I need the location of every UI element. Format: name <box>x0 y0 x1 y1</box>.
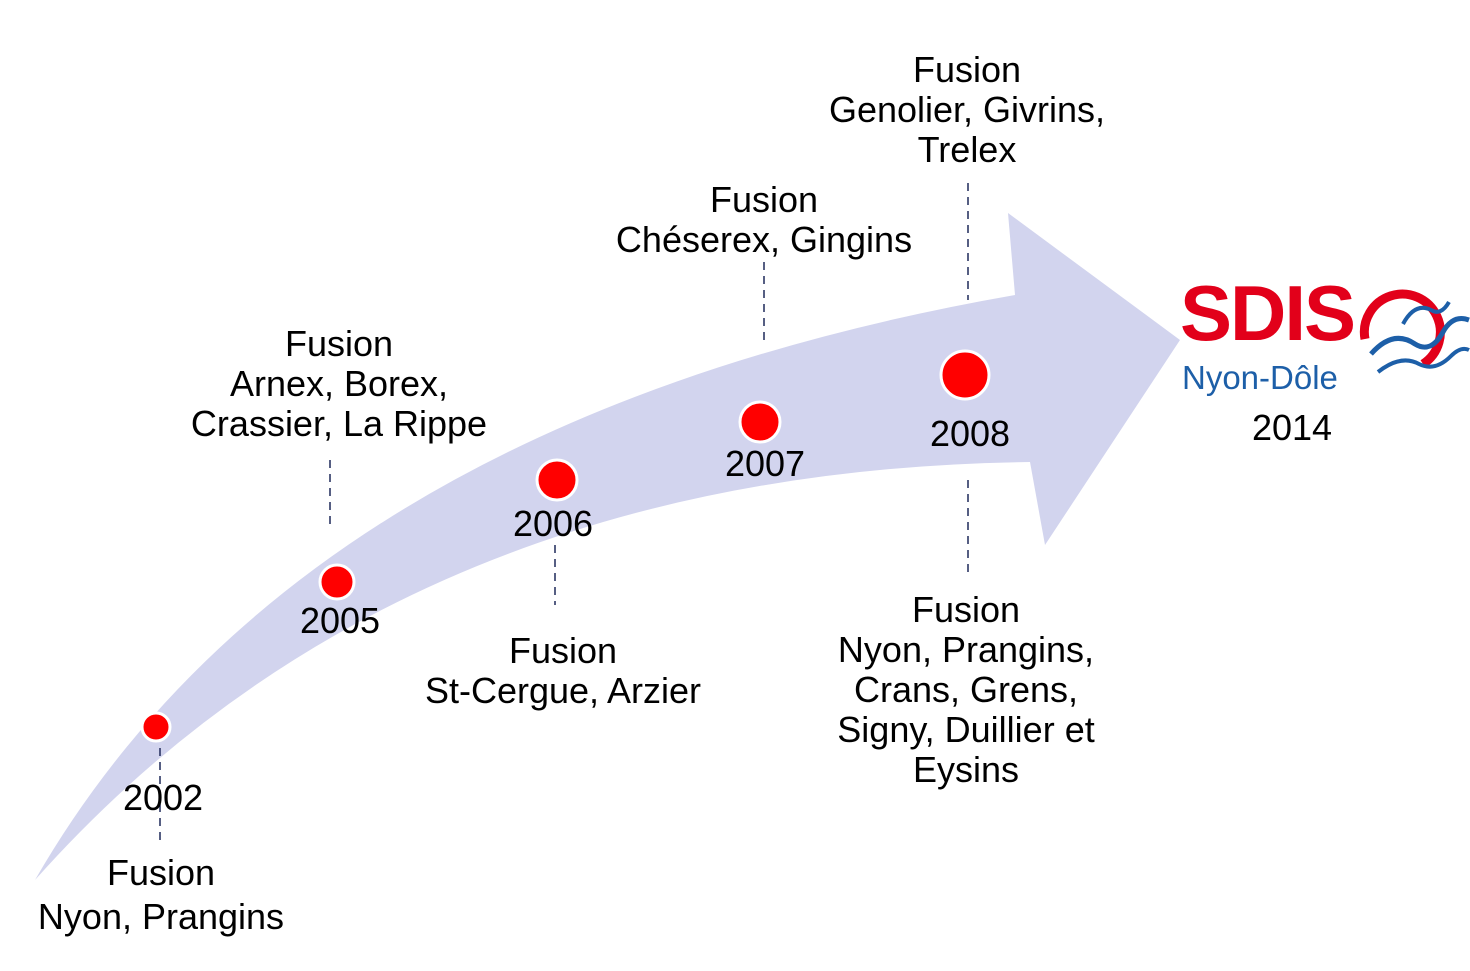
fusion-communes: Chéserex, Gingins <box>615 219 913 260</box>
fusion-label-2007: Fusion Chéserex, Gingins <box>616 180 912 260</box>
logo-year: 2014 <box>1251 407 1333 448</box>
fusion-title: Fusion <box>284 323 394 364</box>
fusion-label-2008-top: Fusion Genolier, Givrins, Trelex <box>829 50 1105 170</box>
curved-arrow <box>35 213 1180 880</box>
connector-lines <box>159 183 969 843</box>
milestone-dot-2007 <box>738 400 782 444</box>
logo-brand-text: SDIS <box>1180 269 1356 357</box>
milestone-dot-2008 <box>939 349 991 401</box>
flame-bird-logo-icon <box>1359 289 1470 374</box>
fusion-communes: Crans, Grens, <box>853 669 1079 710</box>
fusion-communes: Trelex <box>917 129 1017 170</box>
year-label-2006: 2006 <box>512 503 594 544</box>
sdis-logo: SDIS Nyon-Dôle <box>1175 269 1470 396</box>
fusion-label-2002: Fusion Nyon, Prangins <box>38 853 284 937</box>
fusion-title: Fusion <box>912 49 1022 90</box>
fusion-title: Fusion <box>106 852 216 893</box>
fusion-label-2005: Fusion Arnex, Borex, Crassier, La Rippe <box>191 324 487 444</box>
fusion-communes: Nyon, Prangins, <box>837 629 1095 670</box>
year-label-2007: 2007 <box>724 443 806 484</box>
milestone-dot-2006 <box>535 458 579 502</box>
fusion-communes: Eysins <box>912 749 1020 790</box>
year-label-2002: 2002 <box>122 777 204 818</box>
fusion-title: Fusion <box>709 179 819 220</box>
logo-subtitle: Nyon-Dôle <box>1182 359 1338 396</box>
fusion-communes: Arnex, Borex, <box>229 363 449 404</box>
milestone-dot-2002 <box>140 711 172 743</box>
fusion-communes: Nyon, Prangins <box>37 896 285 937</box>
fusion-title: Fusion <box>508 630 618 671</box>
milestone-dots <box>140 349 991 743</box>
milestone-dot-2005 <box>318 563 356 601</box>
year-label-2005: 2005 <box>299 600 381 641</box>
fusion-communes: Genolier, Givrins, <box>828 89 1106 130</box>
fusion-label-2006: Fusion St-Cergue, Arzier <box>425 631 701 711</box>
fusion-communes: Crassier, La Rippe <box>190 403 488 444</box>
fusion-communes: Signy, Duillier et <box>837 709 1095 750</box>
fusion-title: Fusion <box>911 589 1021 630</box>
fusion-label-2008-bottom: Fusion Nyon, Prangins, Crans, Grens, Sig… <box>837 590 1094 790</box>
fusion-communes: St-Cergue, Arzier <box>424 670 702 711</box>
year-label-2008: 2008 <box>929 413 1011 454</box>
